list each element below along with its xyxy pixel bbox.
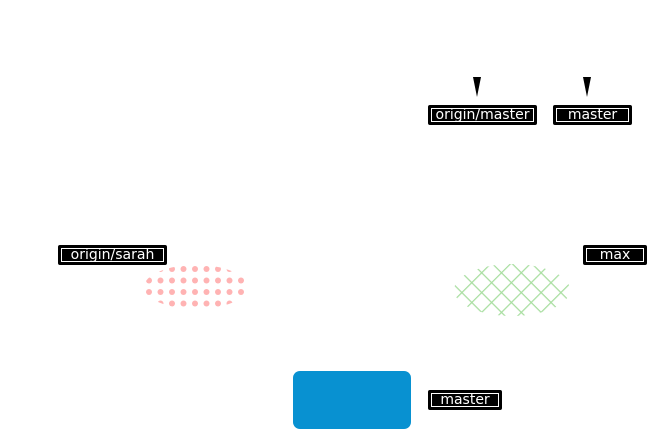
origin-master-label: origin/master xyxy=(428,105,537,125)
sarah-commit-dotted-blob xyxy=(144,265,248,309)
master-commit-box xyxy=(293,371,411,429)
master-pointer-arrow xyxy=(583,77,591,97)
master-label-top: master xyxy=(553,105,632,125)
max-label: max xyxy=(583,245,647,265)
master-label-bottom: master xyxy=(428,390,502,410)
max-commit-hatched-blob xyxy=(454,264,570,316)
origin-master-pointer-arrow xyxy=(473,77,481,97)
origin-sarah-label: origin/sarah xyxy=(58,245,167,265)
